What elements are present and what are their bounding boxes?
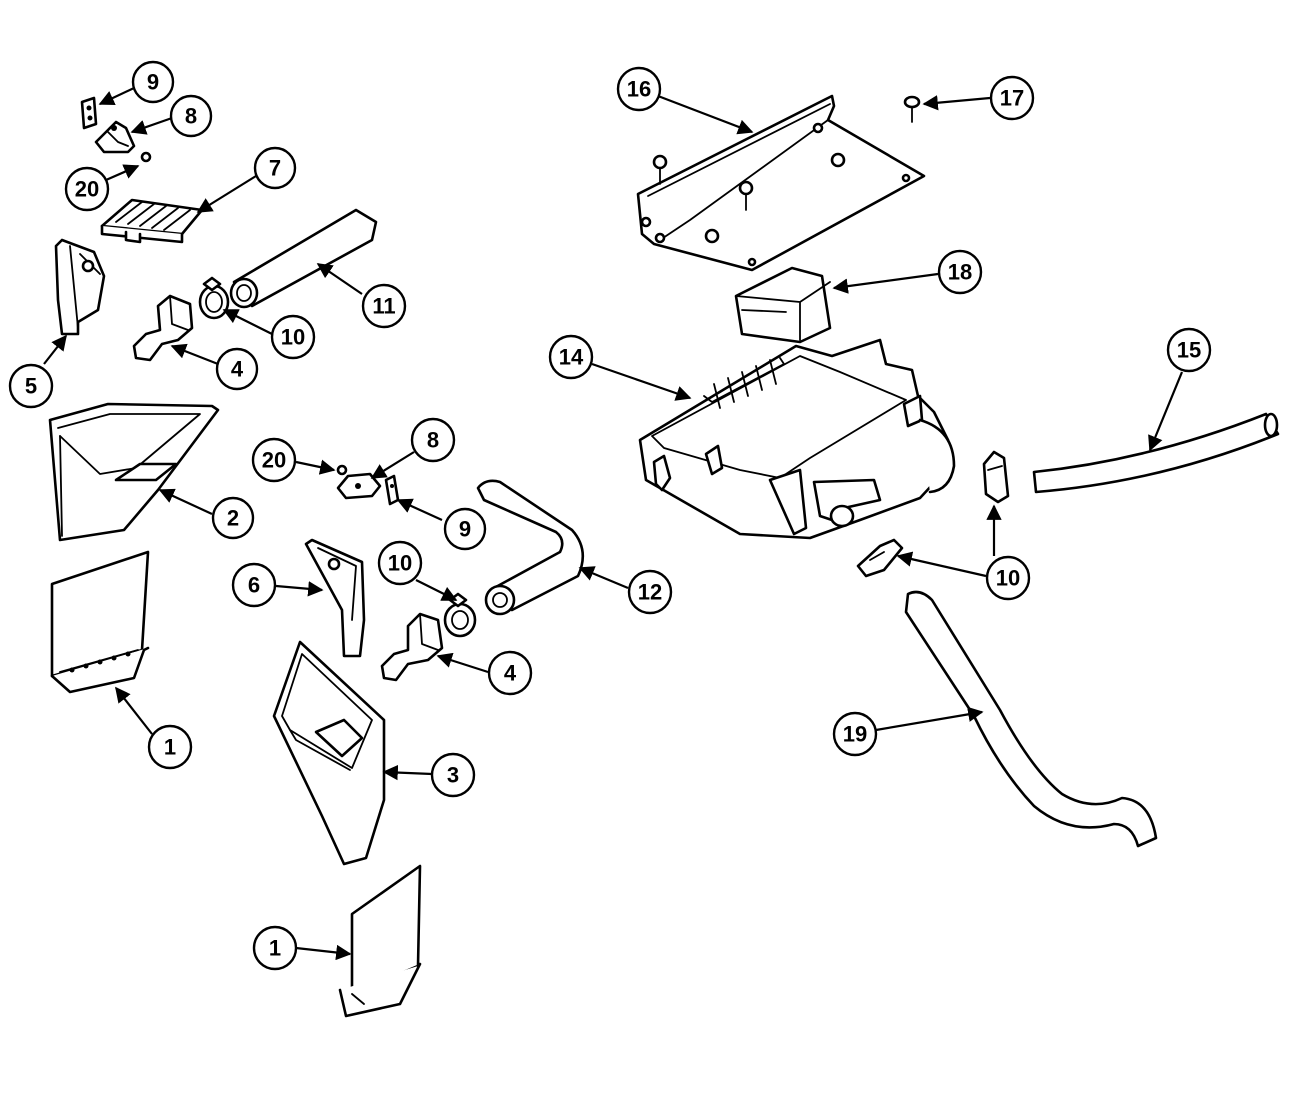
part-4-elbow-upper — [132, 294, 194, 362]
callout-20-middle: 20 — [251, 437, 297, 483]
callout-10-right: 10 — [985, 555, 1031, 601]
svg-text:6: 6 — [248, 573, 260, 598]
svg-text:16: 16 — [627, 77, 651, 102]
part-9-clip-top — [80, 96, 98, 130]
plate-screws — [640, 154, 754, 228]
callout-11: 11 — [361, 283, 407, 329]
svg-text:3: 3 — [447, 763, 459, 788]
callout-6: 6 — [231, 562, 277, 608]
callout-9-top: 9 — [131, 60, 175, 104]
part-1-filter-lower — [338, 864, 422, 1018]
part-1-filter-upper — [50, 550, 150, 694]
part-20-screw-top — [140, 151, 152, 163]
svg-text:4: 4 — [504, 661, 517, 686]
part-9-clip-middle — [384, 474, 400, 506]
callout-17: 17 — [989, 75, 1035, 121]
callout-12: 12 — [627, 569, 673, 615]
callout-16: 16 — [616, 66, 662, 112]
part-16-mounting-plate — [636, 94, 926, 272]
svg-text:8: 8 — [427, 428, 439, 453]
part-10-clamp-right-upper — [982, 450, 1010, 504]
svg-text:10: 10 — [281, 325, 305, 350]
part-5-bracket — [54, 238, 106, 336]
svg-text:8: 8 — [185, 104, 197, 129]
svg-text:15: 15 — [1177, 338, 1201, 363]
callout-5: 5 — [8, 363, 54, 409]
part-20-screw-middle — [336, 464, 348, 476]
callout-4-upper: 4 — [215, 347, 259, 391]
part-12-hose-curved — [476, 479, 585, 616]
part-14-housing — [638, 338, 956, 540]
svg-text:10: 10 — [996, 566, 1020, 591]
svg-text:20: 20 — [75, 177, 99, 202]
part-10-clamp-middle — [443, 592, 477, 638]
part-7-cover — [100, 198, 204, 244]
svg-text:7: 7 — [269, 156, 281, 181]
callout-10-upper: 10 — [270, 314, 316, 360]
callout-1-upper: 1 — [147, 724, 193, 770]
svg-text:11: 11 — [372, 294, 395, 319]
callouts: 9 8 20 7 11 10 5 4 — [8, 60, 1212, 971]
svg-text:12: 12 — [638, 580, 662, 605]
svg-text:1: 1 — [164, 735, 176, 760]
svg-text:2: 2 — [227, 506, 239, 531]
svg-text:14: 14 — [559, 345, 584, 370]
svg-text:4: 4 — [231, 357, 244, 382]
part-2-dispenser — [48, 402, 220, 542]
part-8-bracket-top — [94, 120, 136, 154]
part-6-bracket — [304, 538, 366, 658]
callout-20-top: 20 — [64, 166, 110, 212]
callout-10-middle: 10 — [377, 540, 423, 586]
callout-8-top: 8 — [169, 94, 213, 138]
part-4-elbow-middle — [380, 612, 444, 682]
part-19-drain-hose — [904, 590, 1158, 848]
callout-15: 15 — [1166, 327, 1212, 373]
callout-19: 19 — [832, 711, 878, 757]
leader-lines — [43, 87, 1184, 961]
svg-text:9: 9 — [459, 517, 471, 542]
callout-1-lower: 1 — [252, 925, 298, 971]
svg-text:9: 9 — [147, 70, 159, 95]
part-11-hose — [229, 208, 378, 309]
callout-8-middle: 8 — [410, 417, 456, 463]
svg-text:5: 5 — [25, 374, 37, 399]
svg-text:20: 20 — [262, 448, 286, 473]
svg-text:1: 1 — [269, 936, 281, 961]
svg-text:10: 10 — [388, 551, 412, 576]
part-15-hose-long — [1032, 412, 1280, 494]
callout-3: 3 — [430, 752, 476, 798]
part-18-cap-cover — [734, 266, 832, 344]
part-8-bracket-middle — [336, 472, 382, 500]
callout-18: 18 — [937, 249, 983, 295]
part-3-dispenser-tall — [272, 640, 386, 866]
part-17-screw — [903, 95, 921, 123]
callout-4-middle: 4 — [487, 650, 533, 696]
callout-14: 14 — [548, 334, 594, 380]
part-10-clamp-right-lower — [856, 538, 904, 578]
callout-7: 7 — [253, 146, 297, 190]
svg-text:19: 19 — [843, 722, 867, 747]
callout-9-middle: 9 — [443, 507, 487, 551]
callout-2: 2 — [211, 496, 255, 540]
part-10-clamp-upper — [198, 276, 230, 320]
svg-text:18: 18 — [948, 260, 972, 285]
svg-text:17: 17 — [1000, 86, 1024, 111]
